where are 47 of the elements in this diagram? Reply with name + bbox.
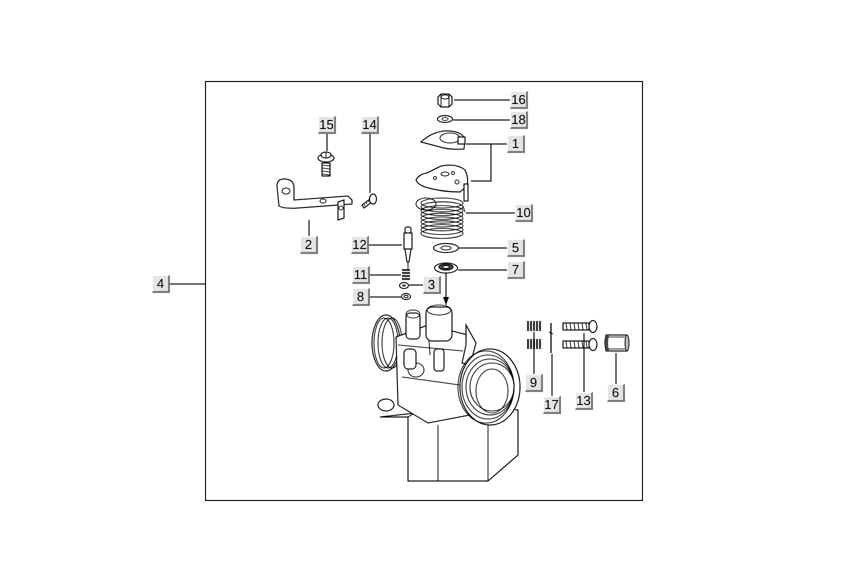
screw-drawing: [317, 151, 335, 177]
callout-number: 13: [575, 392, 593, 410]
needle-drawing: [548, 322, 554, 354]
screw-drawing: [361, 193, 377, 209]
callout-number: 16: [510, 91, 528, 109]
needle-drawing: [402, 226, 414, 270]
plate-drawing: [415, 162, 471, 202]
screw-drawing: [562, 320, 598, 333]
leader-line: [368, 244, 402, 246]
arrow: [443, 272, 449, 306]
seal-drawing: [434, 262, 458, 273]
leader-line: [326, 134, 328, 152]
spring-drawing: [526, 320, 542, 332]
spring-drawing: [414, 196, 466, 238]
leader-line: [470, 144, 508, 182]
callout-number: 1: [507, 135, 525, 153]
callout-number: 18: [510, 111, 528, 129]
leader-line: [370, 296, 402, 298]
callout-number: 9: [525, 374, 543, 392]
callout-number: 12: [351, 236, 369, 254]
callout-number: 5: [507, 239, 525, 257]
callout-number: 8: [352, 288, 370, 306]
callout-number: 10: [515, 204, 533, 222]
leader-line: [370, 274, 402, 276]
leader-line: [466, 212, 516, 214]
washer-drawing: [437, 115, 453, 123]
spring-drawing: [401, 268, 411, 280]
washer-drawing: [433, 243, 459, 253]
ring-drawing: [401, 293, 411, 300]
spring-drawing: [526, 338, 542, 350]
callout-number: 15: [318, 116, 336, 134]
callout-number: 11: [352, 266, 370, 284]
callout-number: 4: [152, 275, 170, 293]
callout-number: 17: [543, 396, 561, 414]
nut-drawing: [436, 93, 454, 108]
callout-number: 6: [607, 384, 625, 402]
callout-number: 2: [300, 236, 318, 254]
frame-border: [205, 81, 643, 501]
plate-drawing: [420, 129, 466, 151]
leader-line: [408, 284, 424, 286]
screw-drawing: [562, 338, 598, 351]
callout-number: 3: [423, 276, 441, 294]
cap-drawing: [603, 333, 630, 353]
callout-number: 14: [361, 116, 379, 134]
callout-number: 7: [507, 261, 525, 279]
washer-drawing: [399, 282, 409, 289]
leader-line: [308, 220, 310, 236]
